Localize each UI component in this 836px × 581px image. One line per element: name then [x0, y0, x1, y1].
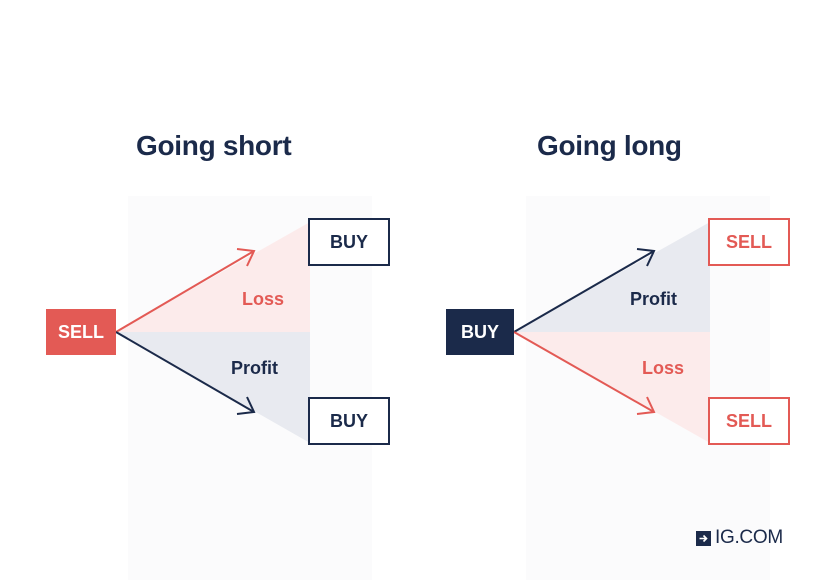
short-title: Going short — [136, 130, 292, 161]
short-profit-arrow — [115, 331, 255, 413]
brand-name: IG.COM — [715, 527, 783, 548]
short-sell-box: SELL — [46, 309, 116, 355]
long-loss-label: Loss — [642, 358, 685, 378]
short-bottom-buy-box: BUY — [308, 397, 390, 445]
long-bottom-sell-box: SELL — [708, 397, 790, 445]
long-profit-arrowhead — [636, 248, 656, 267]
long-buy-box: BUY — [446, 309, 514, 355]
long-profit-arrow — [513, 250, 655, 333]
short-loss-label: Loss — [242, 289, 285, 309]
short-profit-arrowhead — [236, 396, 256, 415]
short-loss-arrow — [115, 250, 255, 333]
long-top-sell-box: SELL — [708, 218, 790, 266]
short-top-buy-box: BUY — [308, 218, 390, 266]
long-loss-arrow — [513, 331, 655, 413]
short-loss-arrowhead — [236, 248, 256, 267]
short-profit-label: Profit — [231, 358, 278, 378]
long-title: Going long — [537, 130, 682, 161]
long-profit-label: Profit — [630, 289, 677, 309]
long-loss-arrowhead — [636, 396, 656, 415]
arrow-right-icon — [696, 530, 711, 546]
brand-logo: IG.COM — [696, 527, 783, 549]
